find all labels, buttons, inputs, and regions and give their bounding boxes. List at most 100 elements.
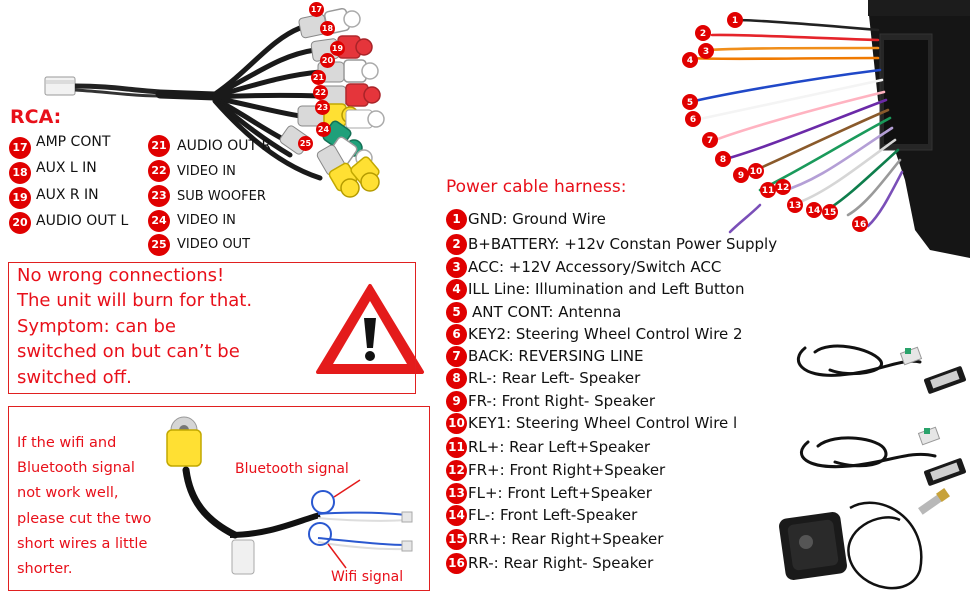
pin-badge-7: 7 (446, 345, 467, 367)
pin-badge-4: 4 (446, 278, 467, 300)
svg-text:2: 2 (700, 29, 706, 39)
rca-label-22: VIDEO IN (177, 164, 236, 179)
rca-label-21: AUDIO OUT R (177, 138, 272, 154)
power-title: Power cable harness: (446, 177, 627, 197)
svg-text:15: 15 (824, 208, 837, 218)
usb-plugs (899, 346, 966, 486)
pin-badge-10: 10 (446, 412, 467, 434)
wifi-note-line-1: If the wifi and (17, 435, 117, 451)
pin-label-15: RR+: Rear Right+Speaker (468, 530, 664, 548)
pin-badge-6: 6 (446, 323, 467, 345)
rca-badge-22: 22 (148, 160, 170, 182)
svg-text:16: 16 (854, 220, 867, 230)
rca-label-19: AUX R IN (36, 187, 99, 203)
pin-badge-16: 16 (446, 552, 467, 574)
wifi-note-line-2: Bluetooth signal (17, 460, 135, 476)
rca-callout-22: 22 (313, 85, 328, 100)
warning-line-2: The unit will burn for that. (17, 290, 253, 311)
pin-badge-3: 3 (446, 256, 467, 278)
warning-line-1: No wrong connections! (17, 265, 225, 286)
wifi-note-line-4: please cut the two (17, 511, 152, 527)
svg-text:1: 1 (732, 16, 738, 26)
rca-title: RCA: (10, 106, 62, 128)
rca-callout-17: 17 (309, 2, 324, 17)
rca-harness-image (44, 7, 385, 198)
rca-callout-18: 18 (320, 21, 335, 36)
pin-label-3: ACC: +12V Accessory/Switch ACC (468, 258, 722, 276)
wifi-note-line-5: short wires a little (17, 536, 148, 552)
rca-label-23: SUB WOOFER (177, 189, 266, 204)
pin-badge-15: 15 (446, 528, 467, 550)
warning-line-4: switched on but can’t be (17, 341, 240, 362)
svg-text:3: 3 (703, 47, 709, 57)
pin-badge-13: 13 (446, 482, 467, 504)
rca-callout-20: 20 (320, 53, 335, 68)
rca-label-18: AUX L IN (36, 160, 97, 176)
pin-label-7: BACK: REVERSING LINE (468, 347, 644, 365)
svg-text:14: 14 (808, 206, 821, 216)
pin-label-4: ILL Line: Illumination and Left Button (468, 280, 745, 298)
warning-box: No wrong connections! The unit will burn… (8, 262, 416, 394)
pin-badge-12: 12 (446, 459, 467, 481)
rca-badge-24: 24 (148, 210, 170, 232)
rca-callout-24: 24 (316, 122, 331, 137)
svg-text:13: 13 (789, 201, 802, 211)
rca-callout-21: 21 (311, 70, 326, 85)
pin-row-5: 5 ANT CONT: Antenna (446, 301, 621, 323)
usb-cable-images (797, 344, 937, 469)
warning-line-5: switched off. (17, 367, 132, 388)
warning-triangle-icon (316, 284, 424, 374)
rca-callout-25: 25 (298, 136, 313, 151)
rca-label-24: VIDEO IN (177, 213, 236, 228)
pin-badge-8: 8 (446, 367, 467, 389)
rca-badge-25: 25 (148, 234, 170, 256)
rca-label-17: AMP CONT (36, 134, 111, 150)
svg-text:11: 11 (762, 186, 775, 196)
pin-label-5: ANT CONT: Antenna (472, 303, 622, 321)
rca-badge-18: 18 (9, 162, 31, 184)
gps-antenna-image (779, 488, 950, 590)
pin-badge-1: 1 (446, 208, 467, 230)
pin-label-12: FR+: Front Right+Speaker (468, 461, 666, 479)
rca-callout-19: 19 (330, 41, 345, 56)
pin-label-2: B+BATTERY: +12v Constan Power Supply (468, 235, 778, 253)
wifi-signal-label: Wifi signal (331, 569, 404, 585)
svg-text:9: 9 (738, 171, 744, 181)
pin-badge-9: 9 (446, 390, 467, 412)
rca-label-25: VIDEO OUT (177, 237, 251, 252)
wifi-bluetooth-cable-image (166, 416, 413, 575)
pin-label-6: KEY2: Steering Wheel Control Wire 2 (468, 325, 743, 343)
wifi-bluetooth-box: If the wifi and Bluetooth signal not wor… (8, 406, 430, 591)
rca-badge-21: 21 (148, 135, 170, 157)
pin-badge-11: 11 (446, 436, 467, 458)
svg-text:5: 5 (687, 98, 693, 108)
pin-label-1: GND: Ground Wire (468, 210, 606, 228)
svg-text:6: 6 (690, 115, 696, 125)
pin-badge-2: 2 (446, 233, 467, 255)
pin-badge-14: 14 (446, 504, 467, 526)
svg-text:7: 7 (707, 136, 713, 146)
rca-badge-17: 17 (9, 137, 31, 159)
svg-text:4: 4 (687, 56, 693, 66)
svg-text:10: 10 (750, 167, 763, 177)
wifi-note-line-3: not work well, (17, 485, 119, 501)
pin-badge-5: 5 (446, 301, 467, 323)
bluetooth-signal-label: Bluetooth signal (235, 461, 349, 477)
pin-label-8: RL-: Rear Left- Speaker (468, 369, 641, 387)
rca-badge-20: 20 (9, 212, 31, 234)
